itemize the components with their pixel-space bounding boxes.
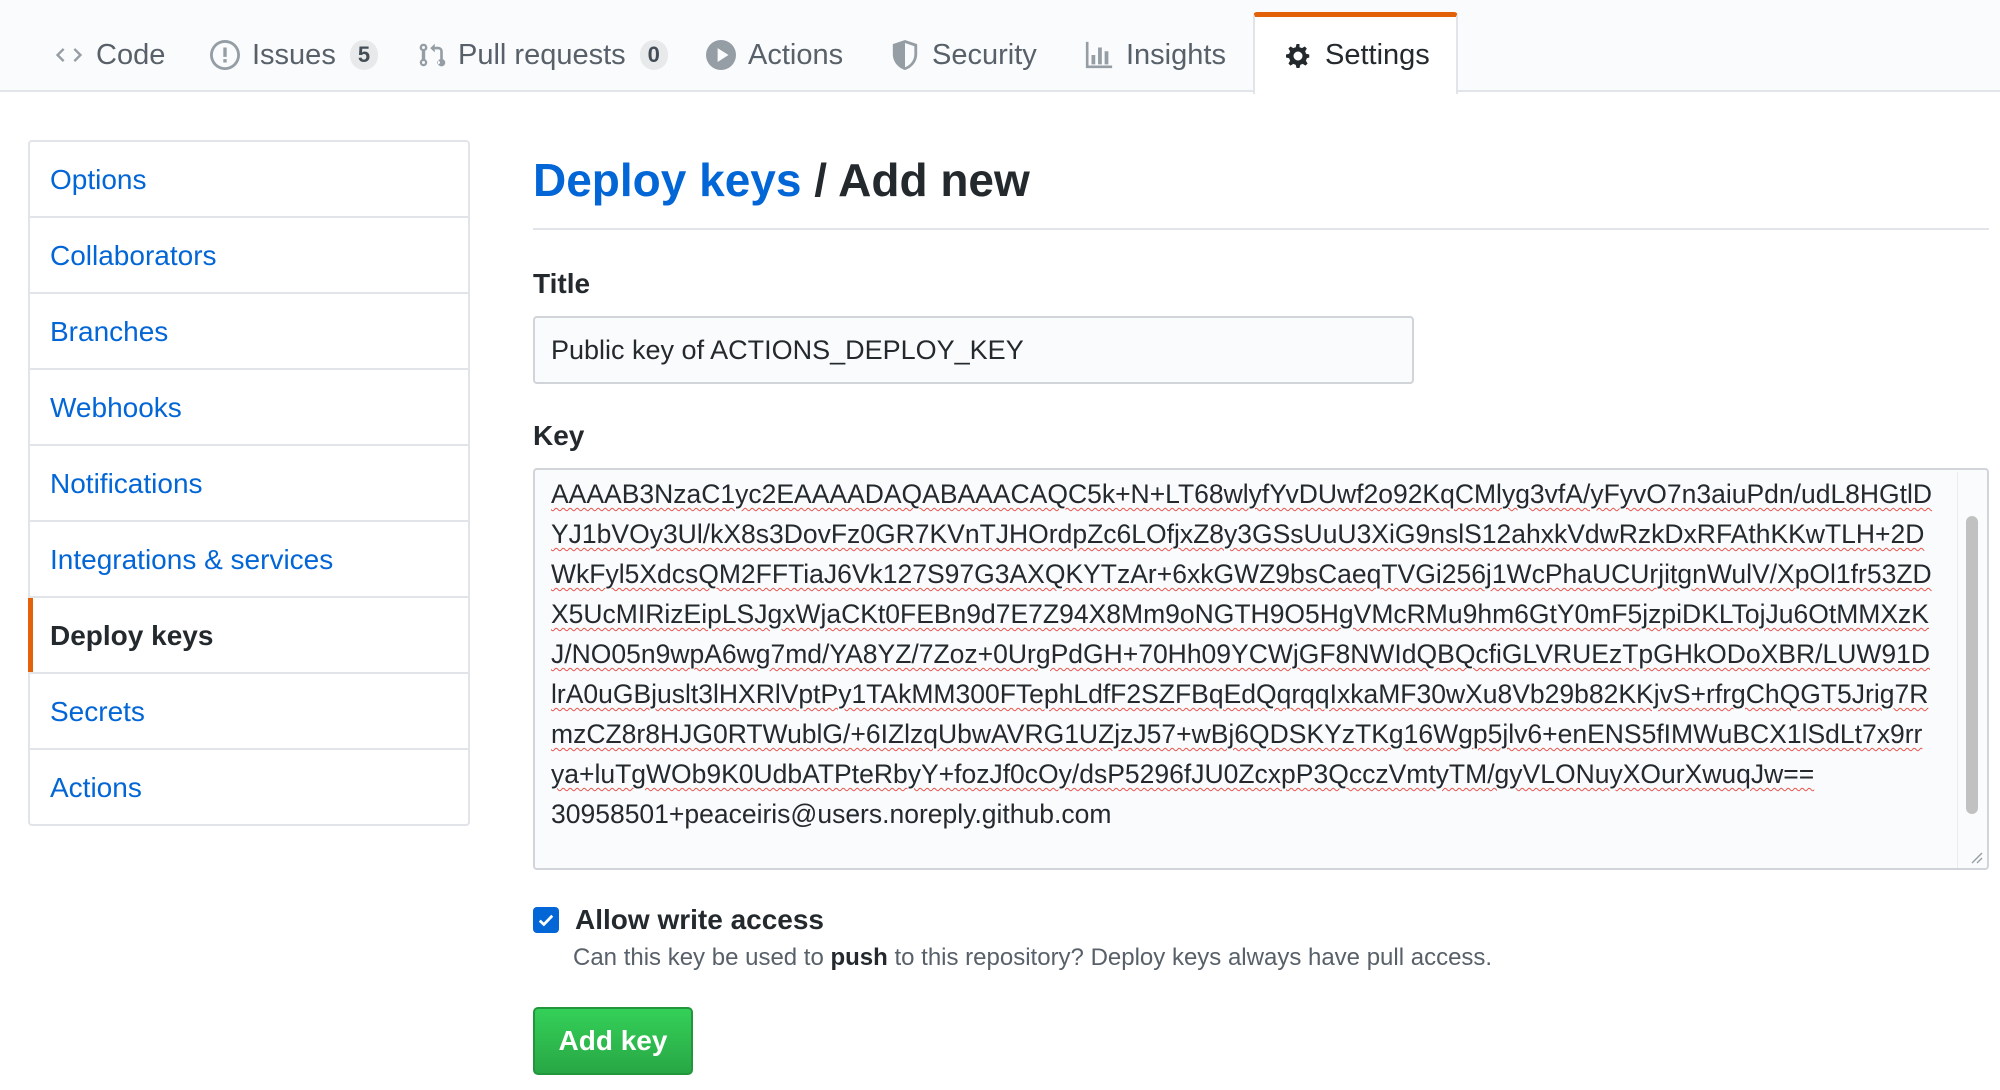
key-textarea[interactable]: AAAAB3NzaC1yc2EAAAADAQABAAACAQC5k+N+LT68… <box>533 468 1989 870</box>
title-label: Title <box>533 268 591 299</box>
key-text: AAAAB3NzaC1yc2EAAAADAQABAAACAQC5k+N+LT68… <box>551 479 1933 789</box>
pull-requests-counter: 0 <box>639 40 668 70</box>
sidebar-item-options[interactable]: Options <box>30 142 468 218</box>
graph-icon <box>1082 38 1116 72</box>
tab-code[interactable]: Code <box>52 20 165 90</box>
sidebar-item-integrations-services[interactable]: Integrations & services <box>30 522 468 598</box>
breadcrumb-deploy-keys-link[interactable]: Deploy keys <box>533 154 802 206</box>
tab-issues[interactable]: Issues 5 <box>208 20 379 90</box>
breadcrumb-current: Add new <box>838 154 1030 206</box>
allow-write-note: Can this key be used to push to this rep… <box>573 944 1492 972</box>
sidebar-item-deploy-keys[interactable]: Deploy keys <box>28 598 468 674</box>
tab-label: Code <box>96 38 166 71</box>
add-key-button[interactable]: Add key <box>533 1007 693 1075</box>
gear-icon <box>1281 39 1315 73</box>
tab-settings[interactable]: Settings <box>1253 12 1458 94</box>
git-pull-request-icon <box>414 38 448 72</box>
allow-write-checkbox[interactable] <box>533 907 559 933</box>
repo-nav-tabs: Code Issues 5 Pull requests 0 Actions Se… <box>0 0 2000 94</box>
breadcrumb-separator: / <box>814 154 828 206</box>
note-push-bold: push <box>830 944 888 971</box>
issues-counter: 5 <box>349 40 379 70</box>
code-icon <box>52 38 86 72</box>
key-scrollbar[interactable] <box>1966 516 1978 814</box>
sidebar-item-secrets[interactable]: Secrets <box>30 674 468 750</box>
checkmark-icon <box>538 914 554 927</box>
title-input[interactable] <box>533 316 1414 384</box>
note-text-after: to this repository? Deploy keys always h… <box>887 944 1493 971</box>
play-icon <box>704 38 738 72</box>
tab-actions[interactable]: Actions <box>704 20 843 90</box>
sidebar-item-webhooks[interactable]: Webhooks <box>30 370 468 446</box>
allow-write-row: Allow write access <box>533 904 824 936</box>
tab-pull-requests[interactable]: Pull requests 0 <box>414 20 668 90</box>
shield-icon <box>888 38 922 72</box>
key-label: Key <box>533 420 585 451</box>
main-content: Deploy keys / Add new Title Key AAAAB3Nz… <box>533 140 1989 1075</box>
sidebar-item-notifications[interactable]: Notifications <box>30 446 468 522</box>
note-text-before: Can this key be used to <box>573 944 831 971</box>
tab-label: Security <box>932 38 1037 71</box>
sidebar-item-actions[interactable]: Actions <box>50 772 142 803</box>
sidebar-item-collaborators[interactable]: Collaborators <box>30 218 468 294</box>
tab-security[interactable]: Security <box>888 20 1037 90</box>
issue-opened-icon <box>208 38 242 72</box>
tab-label: Insights <box>1126 38 1226 71</box>
tab-label: Actions <box>748 38 844 71</box>
settings-sidebar: Options Collaborators Branches Webhooks … <box>28 140 470 826</box>
tab-label: Issues <box>252 38 336 71</box>
page-title: Deploy keys / Add new <box>533 140 1989 230</box>
sidebar-item-branches[interactable]: Branches <box>30 294 468 370</box>
tab-label: Pull requests <box>458 38 626 71</box>
tab-insights[interactable]: Insights <box>1082 20 1226 90</box>
tab-label: Settings <box>1325 39 1430 71</box>
key-comment: 30958501+peaceiris@users.noreply.github.… <box>551 799 1112 829</box>
resize-grip-icon[interactable] <box>1967 848 1983 864</box>
allow-write-label[interactable]: Allow write access <box>575 904 825 935</box>
